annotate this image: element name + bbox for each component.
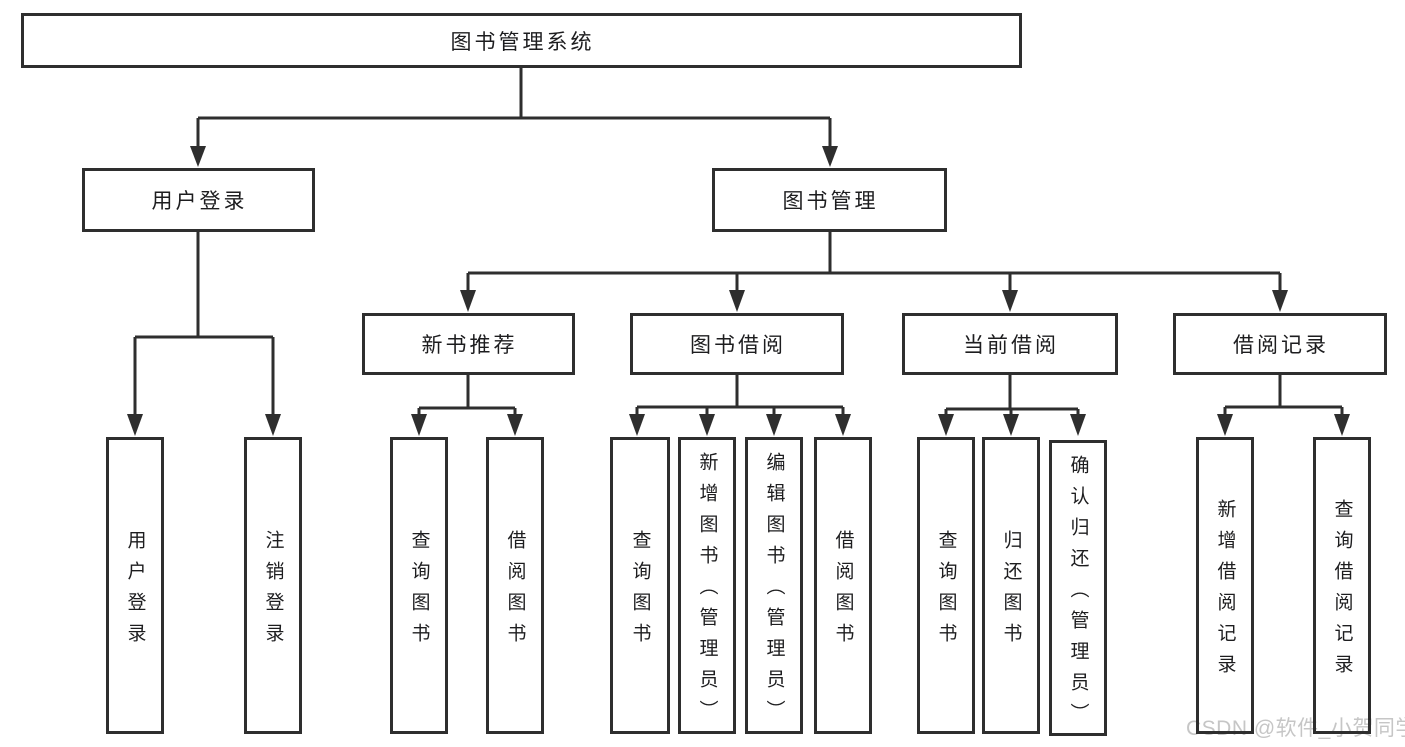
leaf-borrow-books: 借阅图书 (814, 437, 872, 734)
leaf-query-borrow-record: 查询借阅记录 (1313, 437, 1371, 734)
node-book-management: 图书管理 (712, 168, 947, 232)
leaf-user-login-label: 用户登录 (124, 529, 146, 654)
connector-book-borrow-to-leaves (629, 375, 851, 436)
connector-user-login-to-leaves (127, 232, 281, 436)
leaf-borrow-books-label: 借阅图书 (832, 529, 854, 654)
leaf-confirm-return-admin-label: 确认归还（管理员） (1067, 454, 1089, 734)
leaf-borrow-books-recommend: 借阅图书 (486, 437, 544, 734)
leaf-add-borrow-record: 新增借阅记录 (1196, 437, 1254, 734)
node-borrow-records-label: 借阅记录 (1233, 334, 1329, 357)
leaf-add-book-admin: 新增图书（管理员） (678, 437, 736, 734)
connector-borrow-records-to-leaves (1217, 375, 1350, 436)
leaf-logout: 注销登录 (244, 437, 302, 734)
leaf-confirm-return-admin: 确认归还（管理员） (1049, 440, 1107, 736)
node-root-label: 图书管理系统 (450, 30, 595, 54)
csdn-watermark: CSDN @软件_小贺同学 (1186, 717, 1405, 740)
leaf-logout-label: 注销登录 (262, 529, 284, 654)
leaf-query-books-current-label: 查询图书 (935, 529, 957, 654)
node-borrow-records: 借阅记录 (1173, 313, 1387, 375)
leaf-return-book-label: 归还图书 (1000, 529, 1022, 654)
leaf-query-books-borrow-label: 查询图书 (629, 529, 651, 654)
node-new-book-recommend-label: 新书推荐 (421, 334, 518, 357)
leaf-query-books-borrow: 查询图书 (610, 437, 670, 734)
node-current-borrow-label: 当前借阅 (963, 334, 1059, 357)
connector-new-book-to-leaves (411, 375, 523, 436)
connector-book-management-to-level3 (460, 232, 1288, 312)
node-current-borrow: 当前借阅 (902, 313, 1118, 375)
leaf-add-book-admin-label: 新增图书（管理员） (696, 452, 718, 731)
node-book-borrow-label: 图书借阅 (690, 334, 786, 357)
node-root: 图书管理系统 (21, 13, 1022, 68)
node-book-borrow: 图书借阅 (630, 313, 844, 375)
leaf-edit-book-admin-label: 编辑图书（管理员） (763, 452, 785, 731)
connector-current-borrow-to-leaves (938, 375, 1086, 436)
leaf-query-borrow-record-label: 查询借阅记录 (1331, 498, 1353, 685)
leaf-edit-book-admin: 编辑图书（管理员） (745, 437, 803, 734)
node-book-management-label: 图书管理 (782, 190, 879, 213)
leaf-query-books-recommend-label: 查询图书 (408, 529, 430, 654)
leaf-query-books-current: 查询图书 (917, 437, 975, 734)
node-user-login: 用户登录 (82, 168, 315, 232)
leaf-add-borrow-record-label: 新增借阅记录 (1214, 498, 1236, 685)
leaf-return-book: 归还图书 (982, 437, 1040, 734)
node-user-login-label: 用户登录 (151, 190, 248, 213)
leaf-user-login: 用户登录 (106, 437, 164, 734)
node-new-book-recommend: 新书推荐 (362, 313, 575, 375)
leaf-borrow-books-recommend-label: 借阅图书 (504, 529, 526, 654)
leaf-query-books-recommend: 查询图书 (390, 437, 448, 734)
connector-root-to-level2 (190, 68, 838, 167)
